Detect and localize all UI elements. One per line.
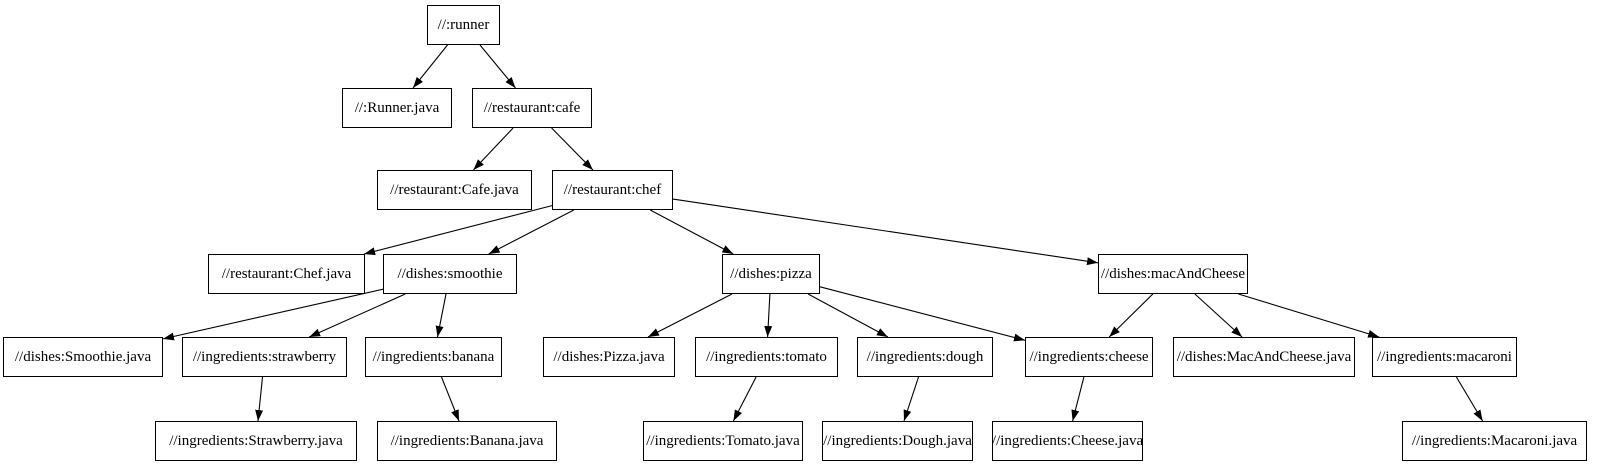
graph-node-tomato_java: //ingredients:Tomato.java	[643, 421, 803, 461]
edge-smoothie-to-banana	[435, 293, 447, 338]
graph-node-strawberry_java: //ingredients:Strawberry.java	[155, 421, 357, 461]
graph-node-smoothie_java: //dishes:Smoothie.java	[3, 337, 163, 377]
edge-runner-to-runner_java	[412, 44, 448, 89]
graph-node-mac_and_cheese: //dishes:macAndCheese	[1098, 254, 1248, 294]
edge-chef-to-smoothie	[488, 209, 575, 255]
graph-node-pizza_java: //dishes:Pizza.java	[543, 337, 675, 377]
edge-smoothie-to-strawberry	[308, 293, 406, 338]
graph-node-macaroni: //ingredients:macaroni	[1372, 337, 1517, 377]
graph-node-strawberry: //ingredients:strawberry	[182, 337, 347, 377]
graph-node-chef: //restaurant:chef	[552, 170, 673, 210]
graph-node-macaroni_java: //ingredients:Macaroni.java	[1402, 421, 1587, 461]
graph-node-dough: //ingredients:dough	[857, 337, 993, 377]
graph-node-smoothie: //dishes:smoothie	[383, 254, 517, 294]
graph-node-runner_java: //:Runner.java	[342, 88, 452, 128]
edge-banana-to-banana_java	[440, 376, 460, 422]
graph-node-tomato: //ingredients:tomato	[695, 337, 838, 377]
edge-chef-to-chef_java	[363, 205, 553, 256]
edge-strawberry-to-strawberry_java	[255, 376, 264, 422]
edge-pizza-to-dough	[807, 293, 889, 338]
edge-cafe-to-chef	[551, 127, 594, 171]
graph-node-pizza: //dishes:pizza	[722, 254, 820, 294]
graph-node-runner: //:runner	[427, 5, 500, 45]
edge-pizza-to-tomato	[764, 293, 773, 338]
graph-node-banana: //ingredients:banana	[365, 337, 502, 377]
edge-tomato-to-tomato_java	[732, 376, 757, 422]
edge-cafe-to-cafe_java	[473, 127, 514, 171]
edge-pizza-to-cheese	[819, 286, 1026, 342]
graph-node-cafe: //restaurant:cafe	[472, 88, 592, 128]
edge-pizza-to-pizza_java	[647, 293, 733, 338]
graph-node-cheese: //ingredients:cheese	[1025, 337, 1153, 377]
edge-cheese-to-cheese_java	[1071, 376, 1085, 422]
edge-mac_and_cheese-to-cheese	[1108, 293, 1154, 338]
graph-node-banana_java: //ingredients:Banana.java	[377, 421, 557, 461]
edge-macaroni-to-macaroni_java	[1455, 376, 1484, 422]
edge-smoothie-to-smoothie_java	[162, 288, 384, 341]
edge-mac_and_cheese-to-macaroni	[1238, 293, 1380, 338]
edge-mac_and_cheese-to-mac_and_cheese_java	[1194, 293, 1243, 338]
edge-runner-to-cafe	[479, 44, 516, 89]
graph-node-cheese_java: //ingredients:Cheese.java	[992, 421, 1143, 461]
graph-node-mac_and_cheese_java: //dishes:MacAndCheese.java	[1173, 337, 1355, 377]
graph-node-chef_java: //restaurant:Chef.java	[208, 254, 365, 294]
graph-node-cafe_java: //restaurant:Cafe.java	[377, 170, 532, 210]
graph-node-dough_java: //ingredients:Dough.java	[822, 421, 973, 461]
edge-dough-to-dough_java	[903, 376, 920, 422]
edge-chef-to-pizza	[649, 209, 734, 255]
